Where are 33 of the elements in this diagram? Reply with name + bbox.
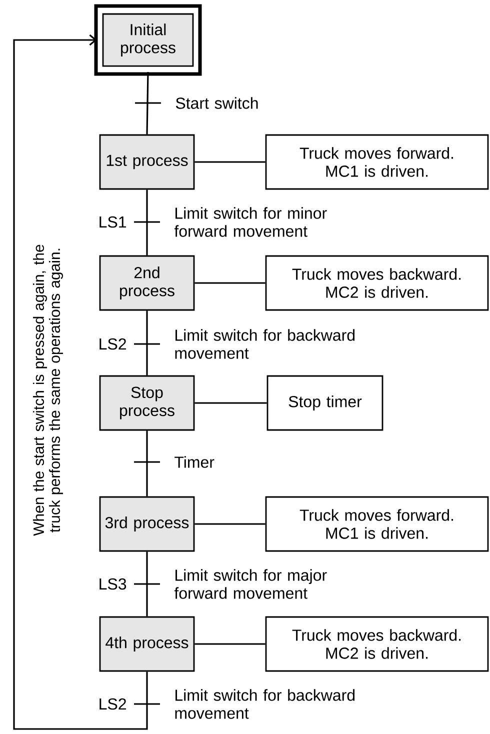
edge-label: Limit switch for major forward movement (174, 569, 327, 599)
edge-label: Limit switch for backward movement (175, 689, 354, 719)
connector-line (146, 430, 148, 496)
initial-step-box: Initial process (94, 4, 202, 76)
step-box: Stop process (99, 375, 195, 431)
action-box: Truck moves forward. MC1 is driven. (265, 134, 489, 190)
step-box: 4th process (99, 616, 195, 672)
connector-line (146, 72, 149, 134)
step-box: 2nd process (99, 255, 195, 311)
connector-line (194, 523, 266, 525)
connector-line (146, 552, 148, 616)
transition-name: LS2 (100, 338, 126, 350)
connector-line (194, 161, 266, 163)
action-box: Truck moves backward. MC2 is driven. (265, 616, 489, 672)
action-box: Stop timer (266, 375, 384, 431)
connector-line (194, 402, 267, 404)
transition-name: LS3 (100, 578, 126, 590)
transition-name: LS1 (100, 216, 126, 228)
connector-line (194, 282, 266, 284)
edge-label: Limit switch for minor forward movement (174, 207, 327, 237)
connector-line (146, 310, 148, 376)
arrow (13, 34, 148, 730)
connector-line (194, 643, 266, 645)
rotated-note: When the start switch is pressed again, the truck performs the same operations again. (33, 244, 63, 536)
action-box: Truck moves forward. MC1 is driven. (265, 496, 489, 552)
edge-label: Timer (174, 456, 214, 468)
edge-label: Limit switch for backward movement (175, 329, 354, 359)
transition-name: LS2 (100, 698, 126, 710)
action-box: Truck moves backward. MC2 is driven. (265, 255, 489, 311)
step-box: 1st process (99, 134, 195, 190)
step-box: 3rd process (99, 496, 195, 552)
edge-label: Start switch (176, 97, 258, 109)
connector-line (146, 190, 148, 256)
